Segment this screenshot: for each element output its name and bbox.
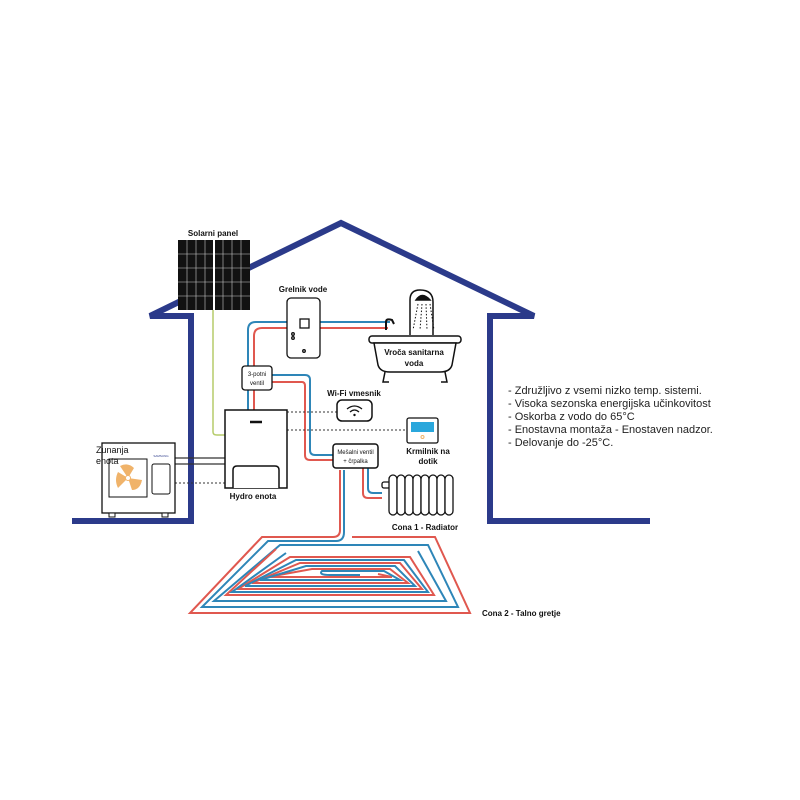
mixing-valve-label-1: Mešalni ventil	[337, 450, 373, 456]
feature-item: - Visoka sezonska energijska učinkovitos…	[508, 398, 711, 410]
three-way-valve-box	[241, 365, 273, 391]
solar-panel-icon	[178, 240, 250, 310]
controller-label-1: Krmilnik na	[406, 447, 450, 456]
floor-heating-coil	[187, 470, 472, 614]
bath-label-1: Vroča sanitarna	[384, 348, 444, 357]
three-way-valve-label-2: ventil	[250, 381, 264, 387]
hydro-unit-label: Hydro enota	[230, 492, 277, 501]
solar-panel-label: Solarni panel	[188, 229, 238, 238]
feature-list: - Združljivo z vsemi nizko temp. sistemi…	[508, 385, 713, 449]
outdoor-unit-label-1: Zunanja	[96, 445, 129, 455]
three-way-valve-label-1: 3-potni	[248, 372, 266, 378]
feature-item: - Združljivo z vsemi nizko temp. sistemi…	[508, 385, 702, 397]
radiator-icon	[381, 474, 454, 516]
bathtub-icon	[368, 289, 462, 383]
hydro-unit-icon	[224, 409, 288, 489]
feature-item: - Delovanje do -25°C.	[508, 437, 613, 449]
controller-label-2: dotik	[418, 457, 438, 466]
outdoor-unit-icon: SAMSUNG	[101, 442, 176, 518]
touch-controller-icon	[406, 417, 439, 444]
house-outline	[72, 219, 650, 524]
mixing-valve-box	[332, 443, 379, 469]
water-heater-icon	[286, 297, 321, 359]
zone1-label: Cona 1 - Radiator	[392, 523, 458, 532]
pipes	[175, 310, 407, 499]
outdoor-brand: SAMSUNG	[153, 454, 169, 458]
bath-label-2: voda	[405, 359, 424, 368]
outdoor-unit-label-2: enota	[96, 456, 119, 466]
feature-item: - Enostavna montaža - Enostaven nadzor.	[508, 424, 713, 436]
wifi-label: Wi-Fi vmesnik	[327, 389, 381, 398]
wifi-adapter-icon	[336, 399, 373, 422]
zone2-label: Cona 2 - Talno gretje	[482, 609, 561, 618]
feature-item: - Oskorba z vodo do 65°C	[508, 411, 635, 423]
mixing-valve-label-2: + črpalka	[343, 459, 368, 465]
water-heater-label: Grelnik vode	[279, 285, 328, 294]
